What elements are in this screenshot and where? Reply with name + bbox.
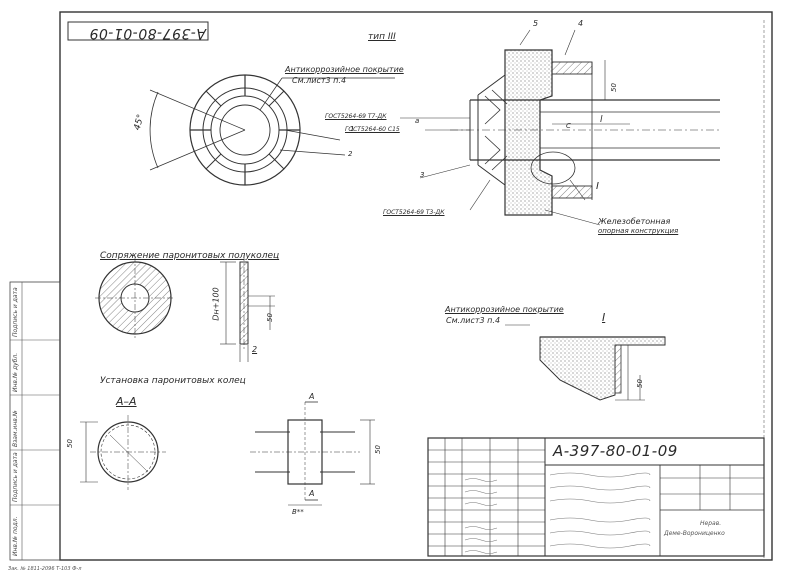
coating-sheet-ref: См.лист3 п.4 <box>292 76 347 85</box>
stamp-field-2: Подпись и дата <box>12 452 19 502</box>
dim-l: l <box>600 115 603 125</box>
type-label: тип III <box>368 32 396 42</box>
section-aa-label: А–А <box>116 395 137 408</box>
gasket-conjugation-view <box>95 255 275 362</box>
dim-c: C <box>566 122 571 130</box>
detail-i-title: I <box>602 311 606 324</box>
coating-note-2: Антикоррозийное покрытие <box>445 305 564 314</box>
callout-1: 1 <box>350 125 355 133</box>
conjugation-title: Сопряжение паронитовых полуколец <box>100 251 280 261</box>
flange-front-view <box>149 74 395 186</box>
dim-50-top: 50 <box>609 83 618 92</box>
gost-tu-dk: ГОСТ5264-69 Т7-ДК <box>325 113 387 120</box>
gost-c15: ГОСТ5264-60 С15 <box>345 126 400 133</box>
dim-50-mid: 50 <box>265 313 274 322</box>
callout-5: 5 <box>533 19 539 28</box>
dim-a: a <box>415 117 420 125</box>
dim-2: 2 <box>252 345 258 354</box>
callout-2: 2 <box>348 150 353 158</box>
section-aa-view <box>80 415 166 490</box>
concrete-support-1: Железобетонная <box>598 217 671 226</box>
detail-i-view <box>505 324 666 401</box>
callout-3: 3 <box>420 171 425 179</box>
margin-stamp-frame <box>9 281 61 561</box>
pipe-ring-view <box>250 401 375 506</box>
cut-mark-a-bottom: А <box>309 489 315 498</box>
dim-50-aa: 50 <box>65 439 74 448</box>
section-mark-top: I <box>596 181 599 192</box>
callout-4: 4 <box>578 19 584 28</box>
coating-note: Антикоррозийное покрытие <box>285 65 404 74</box>
concrete-support-2: опорная конструкция <box>598 227 679 235</box>
dim-b: B** <box>292 508 304 516</box>
dim-50-detail: 50 <box>635 379 644 388</box>
footer-note: Зак. № 1811-2096 Т-103 Ф-л <box>8 566 82 572</box>
stamp-field-5: Подпись и дата <box>12 287 19 337</box>
coating-sheet-ref-2: См.лист3 п.4 <box>446 316 501 325</box>
installation-title: Установка паронитовых колец <box>100 376 246 386</box>
cut-mark-a-top: А <box>309 392 315 401</box>
title-org-2: Деме-Ворониценко <box>664 530 725 537</box>
dim-50-pipe: 50 <box>373 445 382 454</box>
stamp-field-4: Инв.№ дубл. <box>12 352 19 392</box>
dim-dn-100: Dн+100 <box>211 287 221 321</box>
title-block-code: А-397-80-01-09 <box>553 442 678 460</box>
gost-tu-dk-2: ГОСТ5264-69 Т3-ДК <box>383 209 445 216</box>
stamp-field-1: Инв.№ подл. <box>12 516 19 557</box>
drawing-code-mirrored: А-397-80-01-09 <box>89 25 206 41</box>
nozzle-section-view <box>400 29 720 226</box>
title-block <box>427 437 765 557</box>
stamp-field-3: Взам.инв.№ <box>12 410 19 447</box>
title-org-1: Нерав. <box>700 520 722 527</box>
